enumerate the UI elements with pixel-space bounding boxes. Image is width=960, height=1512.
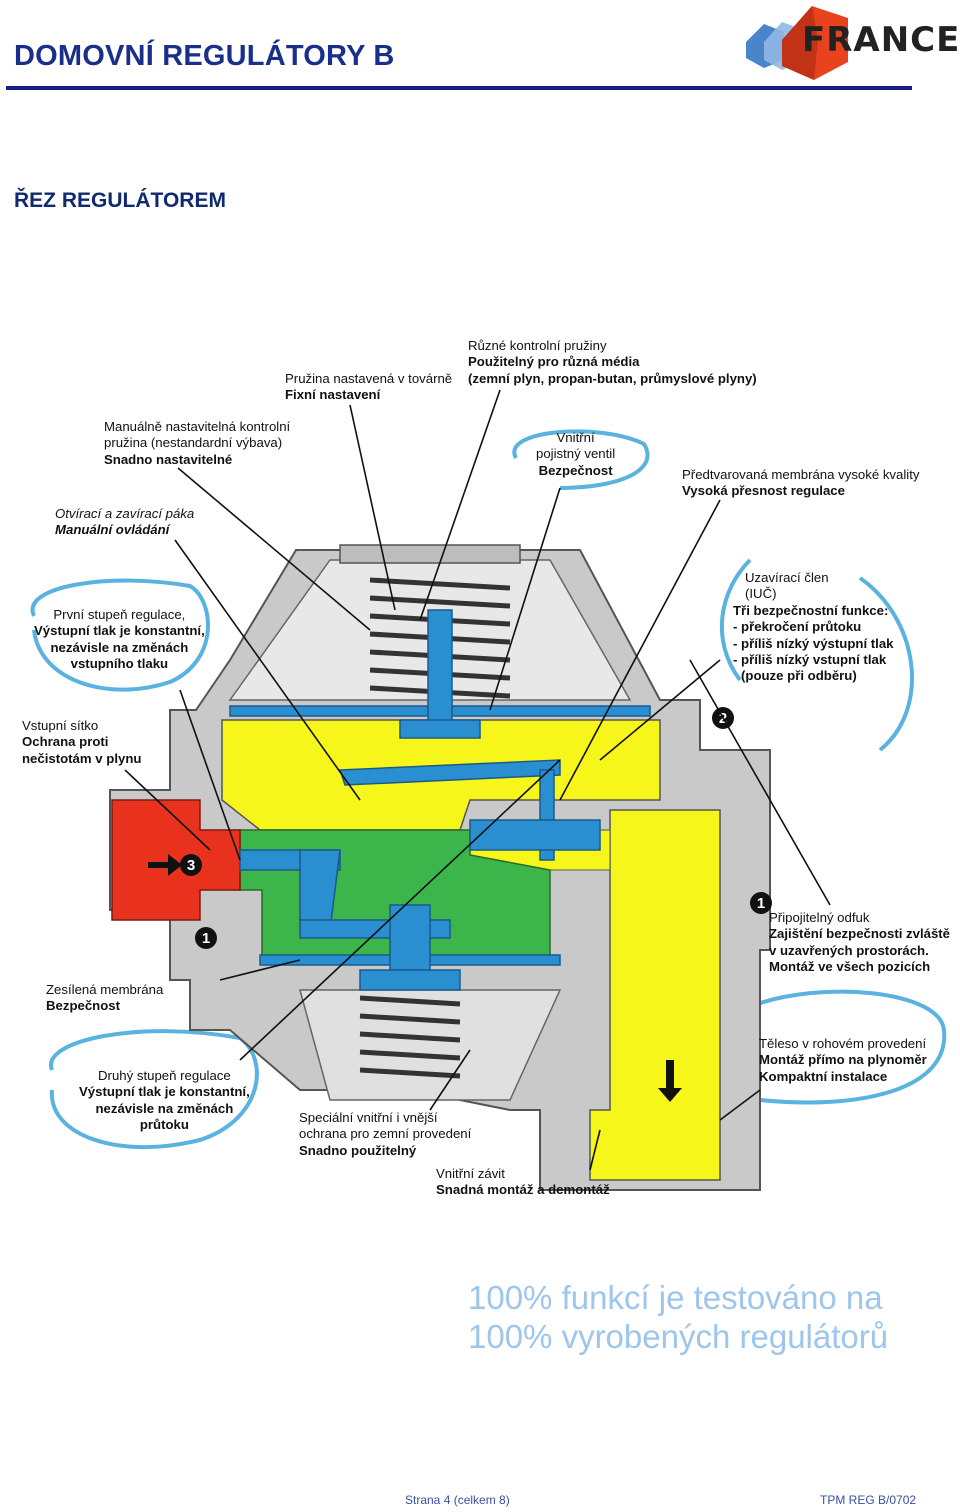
label-second-stage: Druhý stupeň regulace Výstupní tlak je k… <box>79 1068 250 1133</box>
blue-mechanism <box>229 609 651 991</box>
leader-lines <box>124 389 831 1171</box>
label-first-stage: První stupeň regulace, Výstupní tlak je … <box>34 607 205 672</box>
label-inlet-screen: Vstupní sítko Ochrana proti nečistotám v… <box>22 718 142 766</box>
page-number: Strana 4 (celkem 8) <box>405 1493 510 1507</box>
logo-wordmark: FRANCEL <box>802 20 960 60</box>
flow-arrow-right <box>148 854 182 876</box>
label-shutoff: Uzavírací člen (IUČ) Tři bezpečnostní fu… <box>733 570 894 684</box>
label-safety-valve: Vnitřní pojistný ventil Bezpečnost <box>536 430 616 478</box>
label-thread: Vnitřní závit Snadná montáž a demontáž <box>436 1166 610 1198</box>
label-factory-spring: Pružina nastavená v továrně Fixní nastav… <box>285 371 453 403</box>
label-springs: Různé kontrolní pružiny Použitelný pro r… <box>468 338 757 386</box>
francel-logo <box>746 6 848 80</box>
document-code: TPM REG B/0702 <box>820 1493 917 1507</box>
label-outlet: Připojitelný odfuk Zajištění bezpečnosti… <box>769 910 951 975</box>
callout-halos <box>30 429 947 1150</box>
label-reinforced-membrane: Zesílená membrána Bezpečnost <box>46 982 164 1014</box>
section-heading: ŘEZ REGULÁTOREM <box>14 189 226 212</box>
marker-1-outlet: 1 <box>757 895 765 912</box>
regulator-cross-section: 2 3 1 1 <box>30 389 947 1191</box>
label-membrane-hq: Předtvarovaná membrána vysoké kvality Vy… <box>682 467 920 499</box>
marker-3: 3 <box>187 857 195 874</box>
label-lever: Otvírací a zavírací páka Manuální ovládá… <box>55 506 195 538</box>
header-divider <box>6 86 912 90</box>
flow-arrow-down <box>658 1060 682 1102</box>
lower-spring <box>359 995 461 1079</box>
quality-tagline: 100% funkcí je testováno na 100% vyroben… <box>468 1279 889 1355</box>
inlet-red <box>111 799 241 921</box>
marker-1-inlet: 1 <box>202 930 210 947</box>
label-manual-spring: Manuálně nastavitelná kontrolní pružina … <box>104 419 291 467</box>
label-protection: Speciální vnitřní i vnější ochrana pro z… <box>299 1110 472 1158</box>
page-title: DOMOVNÍ REGULÁTORY B <box>14 40 395 72</box>
label-body: Těleso v rohovém provedení Montáž přímo … <box>759 1036 927 1084</box>
